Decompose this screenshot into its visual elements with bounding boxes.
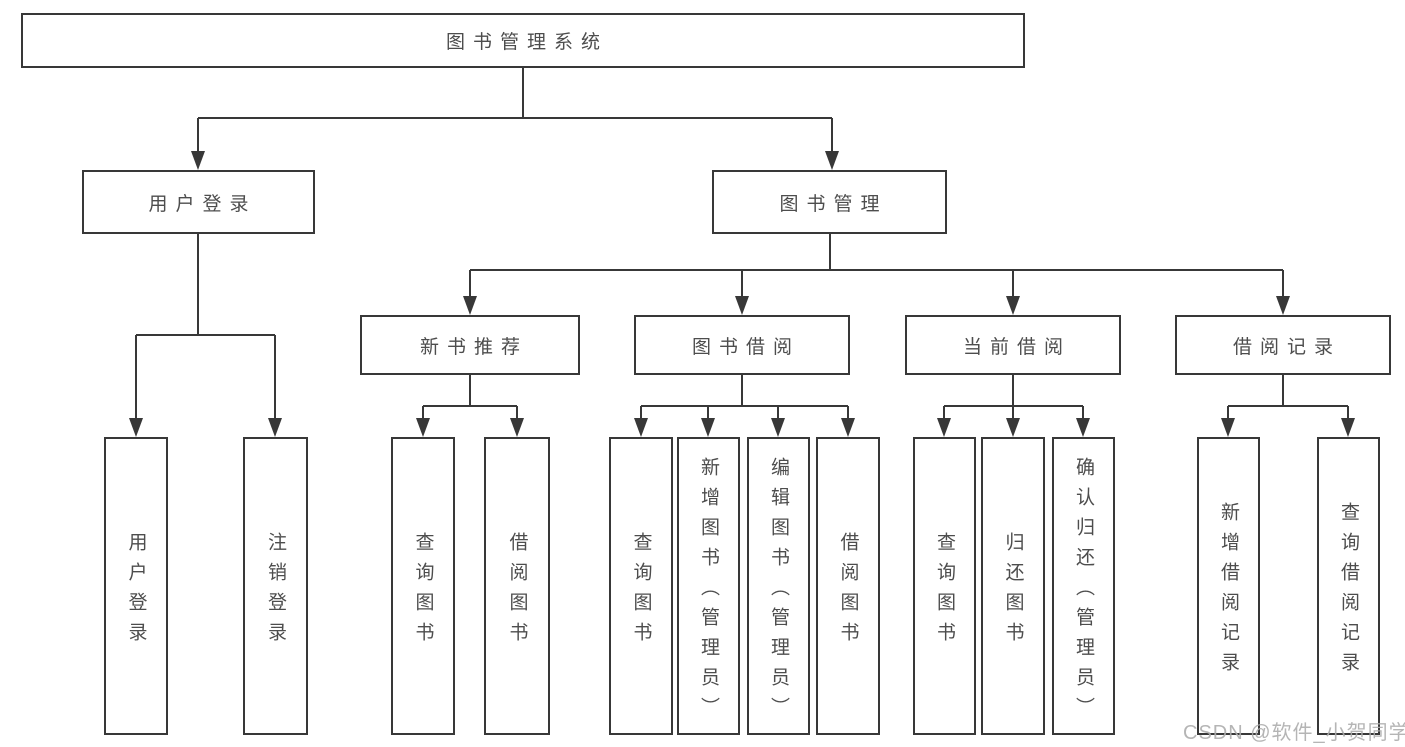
leaf-return-books-label: 归还图书 <box>1002 531 1024 652</box>
node-book-borrow-label: 图书借阅 <box>691 336 800 358</box>
leaf-add-book-admin: 新增图书（管理员） <box>677 437 740 735</box>
node-new-book-recommend: 新书推荐 <box>360 315 580 375</box>
leaf-current-query-books-label: 查询图书 <box>934 531 955 652</box>
leaf-confirm-return-admin-label: 确认归还（管理员） <box>1073 456 1094 727</box>
leaf-recommend-query-books-label: 查询图书 <box>412 531 434 652</box>
leaf-borrow-borrow-books: 借阅图书 <box>816 437 880 735</box>
leaf-return-books: 归还图书 <box>981 437 1045 735</box>
leaf-logout: 注销登录 <box>243 437 308 735</box>
node-new-book-recommend-label: 新书推荐 <box>419 336 528 358</box>
leaf-query-borrow-record-label: 查询借阅记录 <box>1338 501 1359 682</box>
leaf-user-login: 用户登录 <box>104 437 168 735</box>
node-root: 图书管理系统 <box>21 13 1025 68</box>
leaf-edit-book-admin-label: 编辑图书（管理员） <box>768 456 789 727</box>
node-user-login-label: 用户登录 <box>148 193 257 215</box>
leaf-recommend-borrow-books-label: 借阅图书 <box>506 531 528 652</box>
node-current-borrow: 当前借阅 <box>905 315 1121 375</box>
leaf-add-book-admin-label: 新增图书（管理员） <box>698 456 719 727</box>
leaf-user-login-label: 用户登录 <box>125 531 147 652</box>
leaf-logout-label: 注销登录 <box>265 531 286 652</box>
leaf-add-borrow-record-label: 新增借阅记录 <box>1218 501 1239 682</box>
leaf-borrow-borrow-books-label: 借阅图书 <box>837 531 859 652</box>
leaf-edit-book-admin: 编辑图书（管理员） <box>747 437 810 735</box>
node-book-borrow: 图书借阅 <box>634 315 850 375</box>
node-book-management: 图书管理 <box>712 170 947 234</box>
leaf-confirm-return-admin: 确认归还（管理员） <box>1052 437 1115 735</box>
leaf-recommend-borrow-books: 借阅图书 <box>484 437 550 735</box>
node-current-borrow-label: 当前借阅 <box>962 336 1071 358</box>
leaf-current-query-books: 查询图书 <box>913 437 976 735</box>
watermark: CSDN @软件_小贺同学 <box>1183 722 1405 744</box>
leaf-borrow-query-books-label: 查询图书 <box>630 531 652 652</box>
node-book-management-label: 图书管理 <box>779 193 888 215</box>
leaf-borrow-query-books: 查询图书 <box>609 437 673 735</box>
node-borrow-records-label: 借阅记录 <box>1232 336 1341 358</box>
leaf-recommend-query-books: 查询图书 <box>391 437 455 735</box>
node-user-login: 用户登录 <box>82 170 315 234</box>
leaf-add-borrow-record: 新增借阅记录 <box>1197 437 1260 735</box>
node-borrow-records: 借阅记录 <box>1175 315 1391 375</box>
node-root-label: 图书管理系统 <box>445 32 608 53</box>
leaf-query-borrow-record: 查询借阅记录 <box>1317 437 1380 735</box>
